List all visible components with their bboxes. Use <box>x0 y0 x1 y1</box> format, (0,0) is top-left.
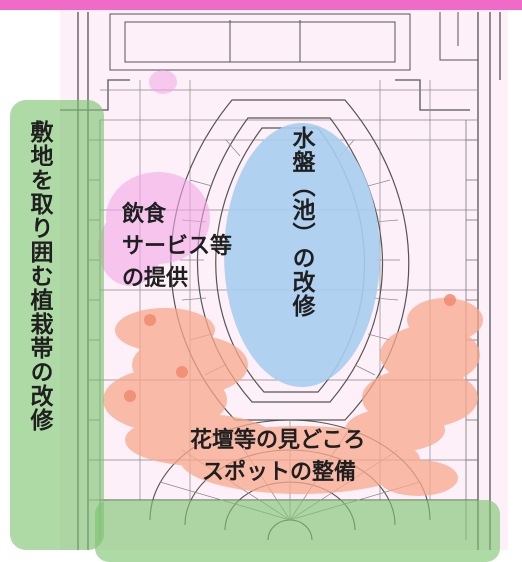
north-wing <box>109 12 478 71</box>
planting-zone-south <box>95 500 500 562</box>
pond-zone-label: 水盤（池）の改修 <box>288 126 314 318</box>
planting-zone-west <box>10 100 104 550</box>
header-band <box>0 0 522 10</box>
food-blob-top <box>149 70 177 94</box>
food-service-zone <box>98 172 210 286</box>
flowerbed-label-line2: スポットの整備 <box>202 460 357 485</box>
flowerbed-markers <box>124 294 456 402</box>
pond-zone <box>224 123 380 387</box>
food-service-label-line2: サービス等 <box>122 234 233 259</box>
food-service-label-line3: の提供 <box>122 266 189 291</box>
flowerbed-zone <box>103 298 483 496</box>
oval-steps <box>180 139 400 376</box>
food-service-label-line1: 飲食 <box>122 202 167 227</box>
planting-zone-label: 敷地を取り囲む植栽帯の改修 <box>26 120 52 432</box>
flowerbed-label-line1: 花壇等の見どころ <box>190 428 366 453</box>
